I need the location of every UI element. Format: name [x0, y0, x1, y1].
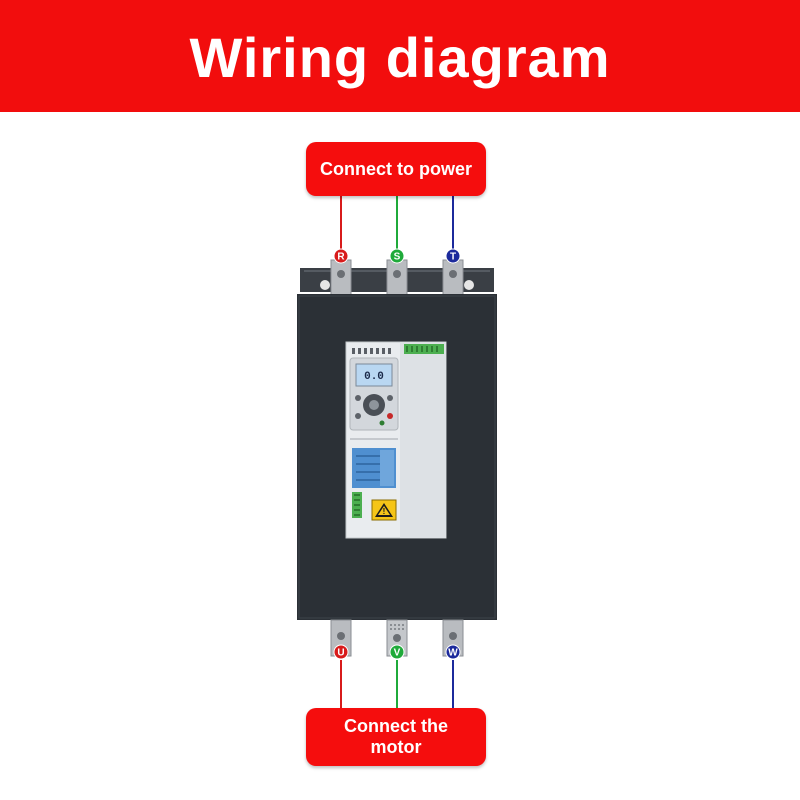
keypad-button-bottom-left [355, 413, 361, 419]
connect-power-callout: Connect to power [306, 142, 486, 196]
control-terminal-block [404, 344, 444, 354]
connect-motor-callout: Connect the motor [306, 708, 486, 766]
display-reading: 0.0 [364, 371, 384, 383]
display-screen [355, 363, 393, 387]
terminal-letter-u: U [337, 648, 344, 659]
keypad-button-run [379, 420, 385, 426]
keypad-button-right [387, 395, 393, 401]
header-banner: Wiring diagram [0, 0, 800, 112]
terminal-letter-r: R [337, 252, 345, 263]
connect-motor-text: Connect the motor [343, 716, 448, 757]
control-panel: 0.0 ! [345, 341, 447, 539]
mount-hole-right [464, 280, 474, 290]
terminal-label-v: V [389, 644, 405, 660]
terminal-letter-t: T [450, 252, 456, 263]
terminal-label-r: R [333, 248, 349, 264]
page-title: Wiring diagram [189, 26, 611, 89]
terminal-letter-v: V [394, 648, 401, 659]
keypad-button-stop [387, 413, 393, 419]
terminal-label-t: T [445, 248, 461, 264]
keypad-button-left [355, 395, 361, 401]
mount-hole-left [320, 280, 330, 290]
terminal-letter-w: W [448, 648, 458, 659]
terminal-label-s: S [389, 248, 405, 264]
svg-text:!: ! [383, 507, 386, 516]
terminal-label-w: W [445, 644, 461, 660]
terminal-label-u: U [333, 644, 349, 660]
terminal-letter-s: S [394, 252, 401, 263]
